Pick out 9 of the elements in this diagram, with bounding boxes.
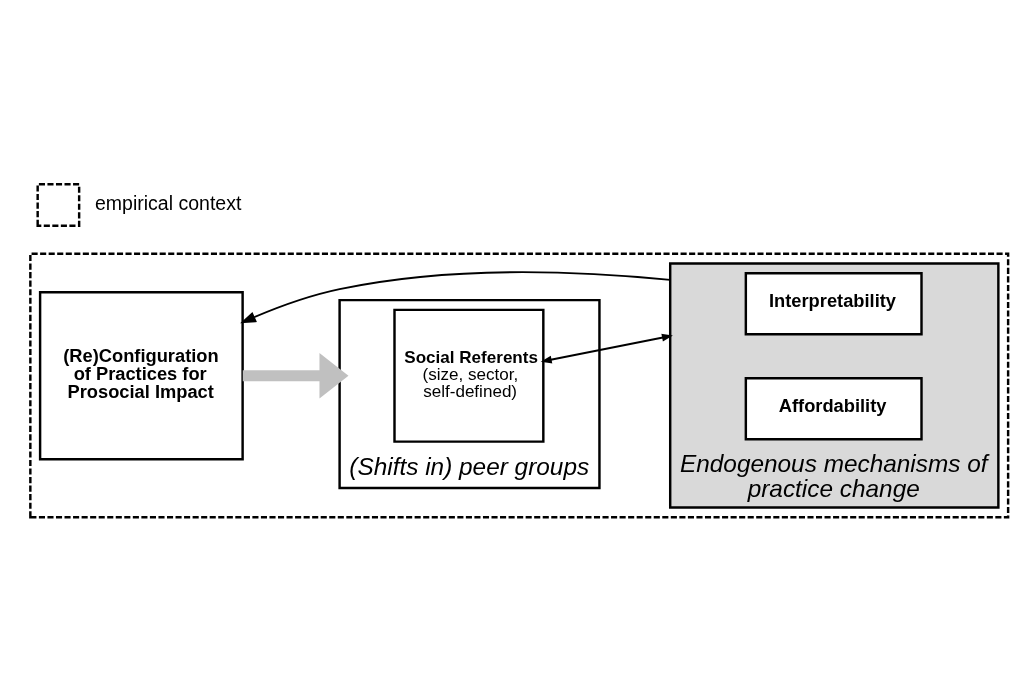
node-box: Interpretability bbox=[744, 271, 923, 336]
arrow bbox=[242, 352, 348, 399]
node-box: Social Referents (size, sector, self-defined) bbox=[392, 308, 545, 443]
legend-label: empirical context bbox=[94, 191, 241, 214]
cluster bbox=[28, 252, 1009, 518]
node-box: (Re)Configuration of Practices for Prosocial Impact bbox=[38, 290, 244, 461]
arrow bbox=[239, 271, 671, 323]
node-box: Affordability bbox=[744, 376, 923, 440]
arrow bbox=[540, 333, 673, 363]
